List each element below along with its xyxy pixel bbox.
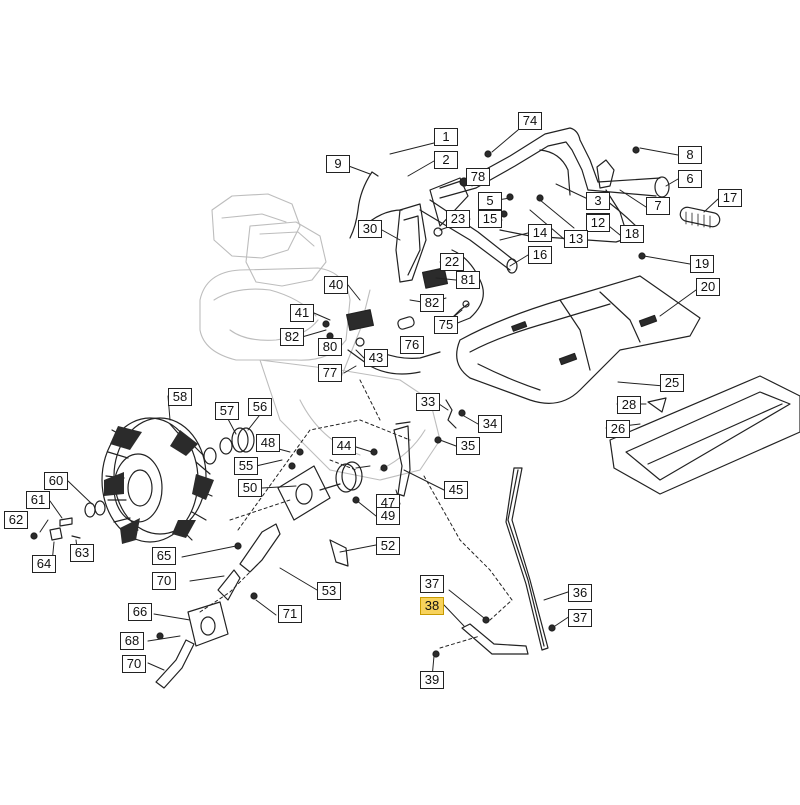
callout-part-60[interactable]: 60	[44, 472, 68, 490]
callout-part-68[interactable]: 68	[120, 632, 144, 650]
handle-grip	[679, 206, 721, 229]
flap-bracket	[647, 397, 667, 413]
callout-part-20[interactable]: 20	[696, 278, 720, 296]
callout-part-23[interactable]: 23	[446, 210, 470, 228]
callout-part-34[interactable]: 34	[478, 415, 502, 433]
callout-part-6[interactable]: 6	[678, 170, 702, 188]
callout-part-33[interactable]: 33	[416, 393, 440, 411]
callout-highlighted[interactable]: 38	[420, 597, 444, 615]
callout-part-75[interactable]: 75	[434, 316, 458, 334]
lower-flange	[155, 601, 229, 689]
callout-part-15[interactable]: 15	[478, 210, 502, 228]
callout-part-5[interactable]: 5	[478, 192, 502, 210]
callout-part-37[interactable]: 37	[568, 609, 592, 627]
lever-blocks	[345, 267, 470, 347]
callout-part-53[interactable]: 53	[317, 582, 341, 600]
callout-part-61[interactable]: 61	[26, 491, 50, 509]
callout-part-74[interactable]: 74	[518, 112, 542, 130]
callout-part-35[interactable]: 35	[456, 437, 480, 455]
callout-part-70[interactable]: 70	[122, 655, 146, 673]
callout-part-57[interactable]: 57	[215, 402, 239, 420]
callout-part-80[interactable]: 80	[318, 338, 342, 356]
side-bracket	[393, 421, 411, 497]
tine-flange	[217, 465, 349, 601]
callout-part-81[interactable]: 81	[456, 271, 480, 289]
callout-part-82[interactable]: 82	[280, 328, 304, 346]
handlebar	[419, 127, 670, 274]
depth-stake	[505, 467, 549, 651]
callout-part-30[interactable]: 30	[358, 220, 382, 238]
callout-part-12[interactable]: 12	[586, 214, 610, 232]
callout-part-48[interactable]: 48	[256, 434, 280, 452]
callout-part-7[interactable]: 7	[646, 197, 670, 215]
callout-part-50[interactable]: 50	[238, 479, 262, 497]
callout-part-71[interactable]: 71	[278, 605, 302, 623]
callout-part-18[interactable]: 18	[620, 225, 644, 243]
callout-part-22[interactable]: 22	[440, 253, 464, 271]
callout-part-41[interactable]: 41	[290, 304, 314, 322]
callout-part-25[interactable]: 25	[660, 374, 684, 392]
callout-part-36[interactable]: 36	[568, 584, 592, 602]
callout-part-45[interactable]: 45	[444, 481, 468, 499]
spring	[445, 399, 457, 429]
callout-part-63[interactable]: 63	[70, 544, 94, 562]
callout-part-13[interactable]: 13	[564, 230, 588, 248]
bolts	[156, 146, 672, 658]
callout-part-56[interactable]: 56	[248, 398, 272, 416]
callout-part-1[interactable]: 1	[434, 128, 458, 146]
callout-part-17[interactable]: 17	[718, 189, 742, 207]
wheel	[101, 417, 214, 544]
axle-parts	[30, 500, 106, 541]
tine-shield	[456, 275, 701, 404]
callout-part-52[interactable]: 52	[376, 537, 400, 555]
callout-part-70[interactable]: 70	[152, 572, 176, 590]
callout-part-26[interactable]: 26	[606, 420, 630, 438]
callout-part-58[interactable]: 58	[168, 388, 192, 406]
rear-flap	[609, 375, 800, 495]
callout-part-65[interactable]: 65	[152, 547, 176, 565]
callout-part-3[interactable]: 3	[586, 192, 610, 210]
callout-part-49[interactable]: 49	[376, 507, 400, 525]
callout-part-39[interactable]: 39	[420, 671, 444, 689]
callout-part-82[interactable]: 82	[420, 294, 444, 312]
callout-part-43[interactable]: 43	[364, 349, 388, 367]
hub-parts	[203, 427, 363, 493]
stake-support	[461, 623, 529, 655]
callout-part-28[interactable]: 28	[617, 396, 641, 414]
callout-part-9[interactable]: 9	[326, 155, 350, 173]
callout-part-40[interactable]: 40	[324, 276, 348, 294]
callout-part-44[interactable]: 44	[332, 437, 356, 455]
callout-part-37[interactable]: 37	[420, 575, 444, 593]
callout-part-62[interactable]: 62	[4, 511, 28, 529]
callout-part-77[interactable]: 77	[318, 364, 342, 382]
callout-part-55[interactable]: 55	[234, 457, 258, 475]
callout-part-2[interactable]: 2	[434, 151, 458, 169]
callout-part-19[interactable]: 19	[690, 255, 714, 273]
callout-part-14[interactable]: 14	[528, 224, 552, 242]
callout-part-8[interactable]: 8	[678, 146, 702, 164]
callout-part-66[interactable]: 66	[128, 603, 152, 621]
callout-part-64[interactable]: 64	[32, 555, 56, 573]
callout-part-76[interactable]: 76	[400, 336, 424, 354]
callout-part-78[interactable]: 78	[466, 168, 490, 186]
callout-part-16[interactable]: 16	[528, 246, 552, 264]
leader-dashes	[199, 379, 513, 649]
leader-lines	[39, 129, 719, 679]
